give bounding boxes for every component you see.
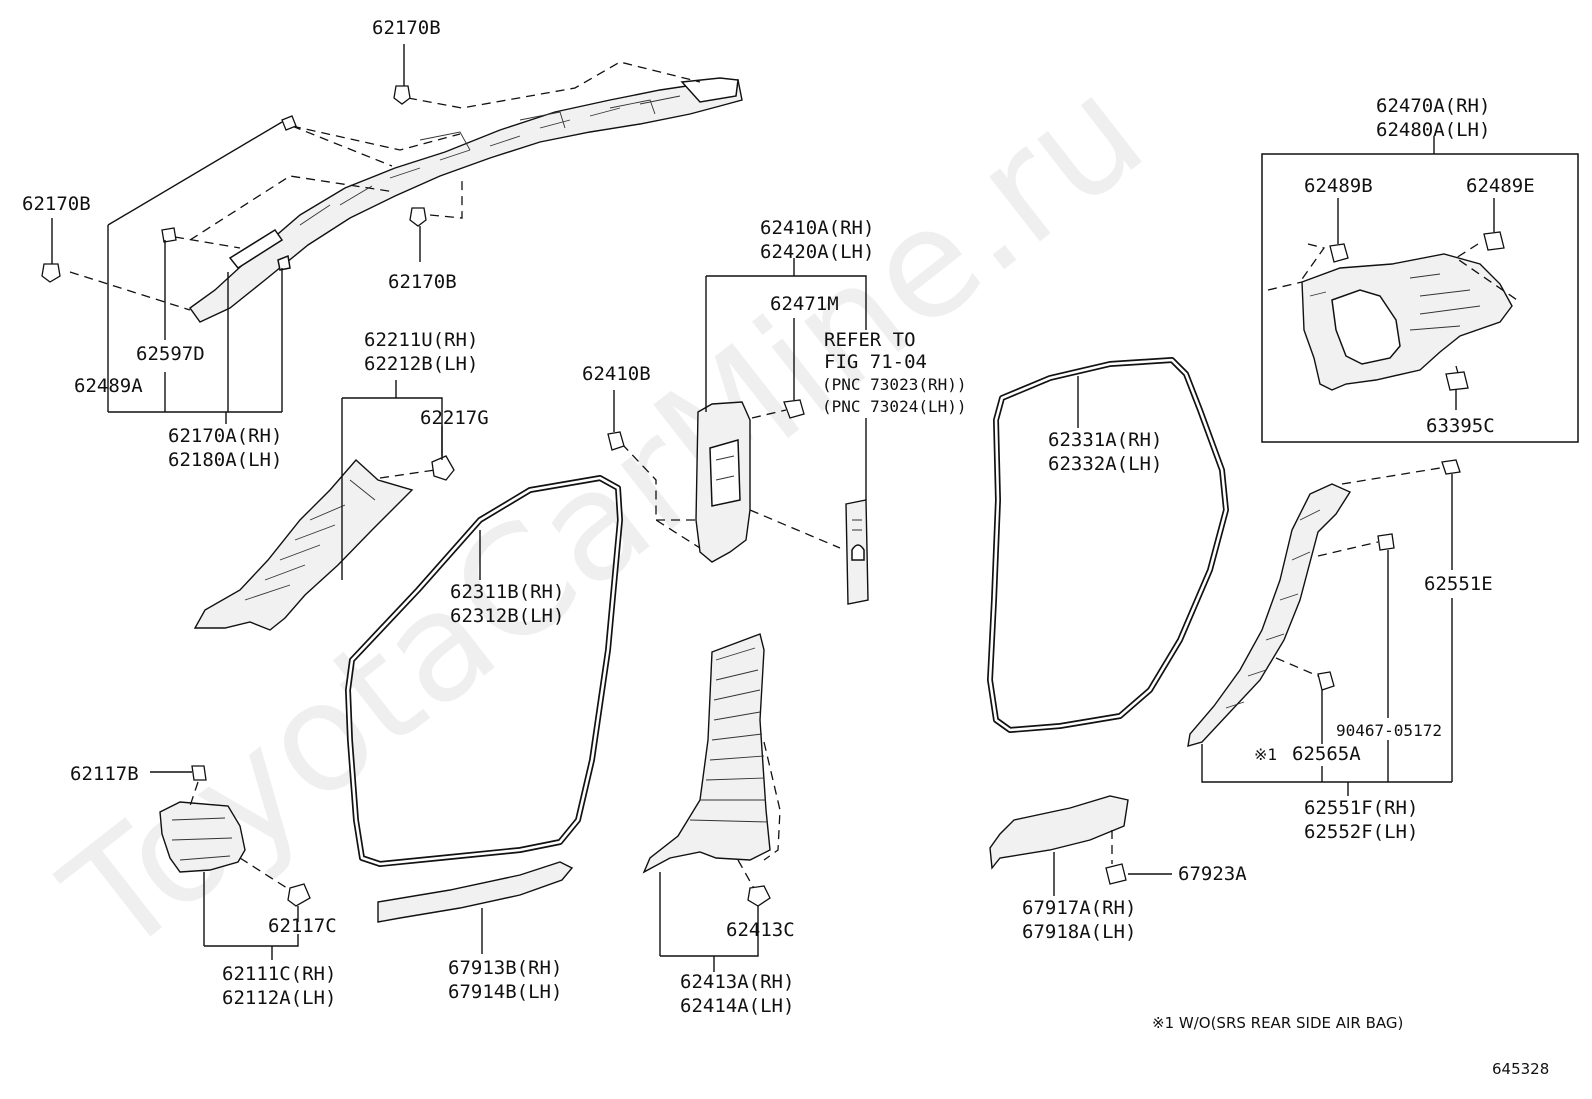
clip-62471M xyxy=(783,399,805,419)
refer-line3: (PNC 73023(RH)) xyxy=(822,375,967,394)
label-67923A: 67923A xyxy=(1178,863,1247,885)
label-62552F: 62552F(LH) xyxy=(1304,821,1418,843)
clip-63395C xyxy=(1445,371,1469,410)
label-62180A: 62180A(LH) xyxy=(168,449,282,471)
label-62170B-top: 62170B xyxy=(372,17,441,39)
label-62211U: 62211U(RH) xyxy=(364,329,478,351)
clip-62489B xyxy=(1329,198,1349,263)
cowl-side-trim-62111C xyxy=(159,801,246,873)
inset-box-62470A xyxy=(1261,153,1579,443)
label-62565A: 62565A xyxy=(1292,743,1361,765)
rear-scuff-plate-67917A xyxy=(989,795,1129,870)
label-62170B-mid: 62170B xyxy=(388,271,457,293)
label-62212B: 62212B(LH) xyxy=(364,353,478,375)
roof-side-garnish-62170A xyxy=(189,77,743,323)
label-62311B: 62311B(RH) xyxy=(450,581,564,603)
label-62471M: 62471M xyxy=(770,293,839,315)
label-62413C: 62413C xyxy=(726,919,795,941)
clip-62565A xyxy=(1317,671,1335,691)
label-62489E: 62489E xyxy=(1466,175,1535,197)
label-62551F: 62551F(RH) xyxy=(1304,797,1418,819)
front-pillar-garnish-62211U xyxy=(193,458,414,631)
label-62312B: 62312B(LH) xyxy=(450,605,564,627)
label-62470A: 62470A(RH) xyxy=(1376,95,1490,117)
center-pillar-upper-garnish-62410A xyxy=(695,401,751,563)
refer-line2: FIG 71-04 xyxy=(824,351,927,373)
clip-62551E-top xyxy=(1441,459,1461,475)
clip-62597D xyxy=(161,227,177,243)
seat-belt-anchor-cover xyxy=(845,499,869,605)
clip-62413C xyxy=(747,885,771,907)
label-67917A: 67917A(RH) xyxy=(1022,897,1136,919)
label-63395C: 63395C xyxy=(1426,415,1495,437)
label-62489B: 62489B xyxy=(1304,175,1373,197)
label-62170B-left: 62170B xyxy=(22,193,91,215)
center-pillar-lower-garnish-62413A xyxy=(642,633,771,874)
clip-67923A xyxy=(1105,863,1172,885)
clip-62170B-top xyxy=(393,44,411,105)
footnote: ※1 W/O(SRS REAR SIDE AIR BAG) xyxy=(1152,1014,1403,1032)
label-62111C: 62111C(RH) xyxy=(222,963,336,985)
label-62420A: 62420A(LH) xyxy=(760,241,874,263)
label-67914B: 67914B(LH) xyxy=(448,981,562,1003)
rear-door-weatherstrip-62331A xyxy=(987,357,1229,733)
label-90467-05172: 90467-05172 xyxy=(1336,721,1442,740)
front-door-weatherstrip-62311B xyxy=(345,475,623,867)
clip-62117B xyxy=(150,765,207,781)
clip-90467-05172 xyxy=(1377,533,1395,551)
clip-62117C xyxy=(287,883,311,907)
label-62332A: 62332A(LH) xyxy=(1048,453,1162,475)
quarter-trim-62470A xyxy=(1301,253,1513,391)
label-62117C: 62117C xyxy=(268,915,337,937)
label-62217G: 62217G xyxy=(420,407,489,429)
label-67913B: 67913B(RH) xyxy=(448,957,562,979)
clip-62410B xyxy=(607,390,625,451)
label-62414A: 62414A(LH) xyxy=(680,995,794,1017)
label-62597D: 62597D xyxy=(136,343,205,365)
label-62331A: 62331A(RH) xyxy=(1048,429,1162,451)
rear-door-opening-trim-62551F xyxy=(1187,483,1352,747)
label-62410B: 62410B xyxy=(582,363,651,385)
scuff-plate-67913B xyxy=(377,861,574,923)
label-62170A: 62170A(RH) xyxy=(168,425,282,447)
label-62410A: 62410A(RH) xyxy=(760,217,874,239)
label-62480A: 62480A(LH) xyxy=(1376,119,1490,141)
refer-line4: (PNC 73024(LH)) xyxy=(822,397,967,416)
clip-62170B-left xyxy=(41,218,61,283)
diagram-number: 645328 xyxy=(1492,1060,1549,1078)
label-62489A: 62489A xyxy=(74,375,143,397)
label-62413A: 62413A(RH) xyxy=(680,971,794,993)
clip-62489E xyxy=(1483,198,1505,251)
label-62551E: 62551E xyxy=(1424,573,1493,595)
clip-62489A xyxy=(281,115,297,131)
clip-62217G xyxy=(431,455,455,481)
label-62117B: 62117B xyxy=(70,763,139,785)
label-62112A: 62112A(LH) xyxy=(222,987,336,1009)
clip-62170B-mid xyxy=(409,207,427,262)
label-67918A: 67918A(LH) xyxy=(1022,921,1136,943)
label-note1: ※1 xyxy=(1254,745,1277,764)
refer-line1: REFER TO xyxy=(824,329,916,351)
